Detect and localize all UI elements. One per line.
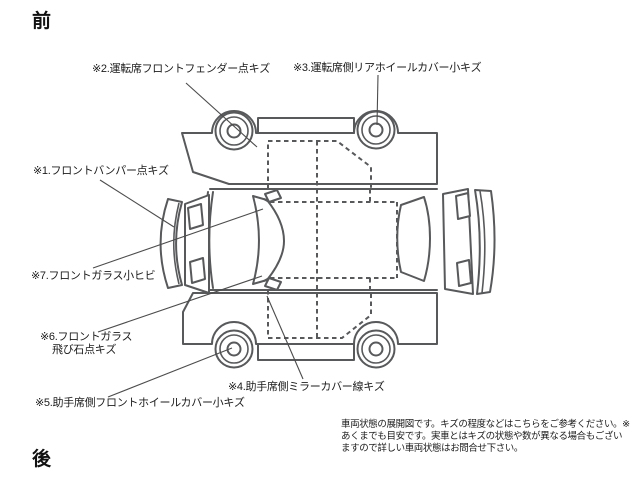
annotation-windshield-crack: ※7.フロントガラス小ヒビ <box>31 270 156 282</box>
taillight-left <box>455 192 471 220</box>
rear-label: 後 <box>32 449 53 470</box>
callout-line-4 <box>266 295 304 380</box>
driver-front-wheel <box>214 111 254 151</box>
annotation-front-bumper: ※1.フロントバンパー点キズ <box>33 165 169 177</box>
disclaimer-line-1: 車両状態の展開図です。キズの程度などはこちらをご参考ください。※ <box>341 419 630 430</box>
windshield-shape <box>252 195 285 285</box>
callout-line-2 <box>185 82 258 148</box>
passenger-door-outline-dashed <box>267 290 372 339</box>
rear-assembly <box>442 188 496 295</box>
roof-door-lines-dashed <box>263 141 398 338</box>
passenger-mirror-shape <box>264 277 282 291</box>
annotation-windshield-stone-chip: ※6.フロントガラス 飛び石点キズ <box>40 331 132 357</box>
disclaimer-line-3: ますので詳しい車両状態はお問合せ下さい。 <box>341 443 524 454</box>
front-label: 前 <box>32 11 53 32</box>
headlight-left <box>187 203 204 230</box>
annotation-driver-front-fender: ※2.運転席フロントフェンダー点キズ <box>92 63 270 75</box>
passenger-side-body <box>182 292 438 345</box>
callout-line-3 <box>376 74 379 126</box>
callout-line-7 <box>92 208 264 269</box>
callout-lines <box>92 74 379 398</box>
rear-bumper-inner-line <box>479 190 486 294</box>
disclaimer-line-2: あくまでも目安です。実車とはキズの状態や数が異なる場合もござい <box>341 431 623 442</box>
driver-door-outline-dashed <box>267 140 372 189</box>
front-assembly <box>159 194 210 294</box>
annotation-passenger-mirror-cover: ※4.助手席側ミラーカバー線キズ <box>228 381 385 393</box>
callout-line-1 <box>99 179 175 228</box>
driver-rocker-strip <box>257 117 355 134</box>
callout-line-5 <box>107 347 233 398</box>
passenger-rear-wheel <box>356 329 396 369</box>
driver-rear-wheel <box>356 110 396 150</box>
annotation-driver-rear-wheel-cover: ※3.運転席側リアホイールカバー小キズ <box>293 62 482 74</box>
driver-mirror-shape <box>264 189 282 203</box>
disclaimer-note: 車両状態の展開図です。キズの程度などはこちらをご参考ください。※ あくまでも目安… <box>341 419 630 455</box>
driver-side-panel <box>181 110 438 189</box>
headlight-right <box>189 257 206 284</box>
taillight-right <box>456 259 472 287</box>
rear-window-shape <box>396 196 431 282</box>
front-bumper-inner-line <box>172 202 180 285</box>
passenger-side-panel <box>182 290 438 369</box>
annotation-passenger-front-wheel-cover: ※5.助手席側フロントホイールカバー小キズ <box>35 397 245 409</box>
annotation-windshield-stone-chip-line1: ※6.フロントガラス <box>40 331 133 343</box>
passenger-front-wheel <box>214 329 254 369</box>
passenger-rocker-strip <box>257 343 355 361</box>
callout-line-6 <box>97 275 263 333</box>
annotation-windshield-stone-chip-line2: 飛び石点キズ <box>52 344 117 356</box>
